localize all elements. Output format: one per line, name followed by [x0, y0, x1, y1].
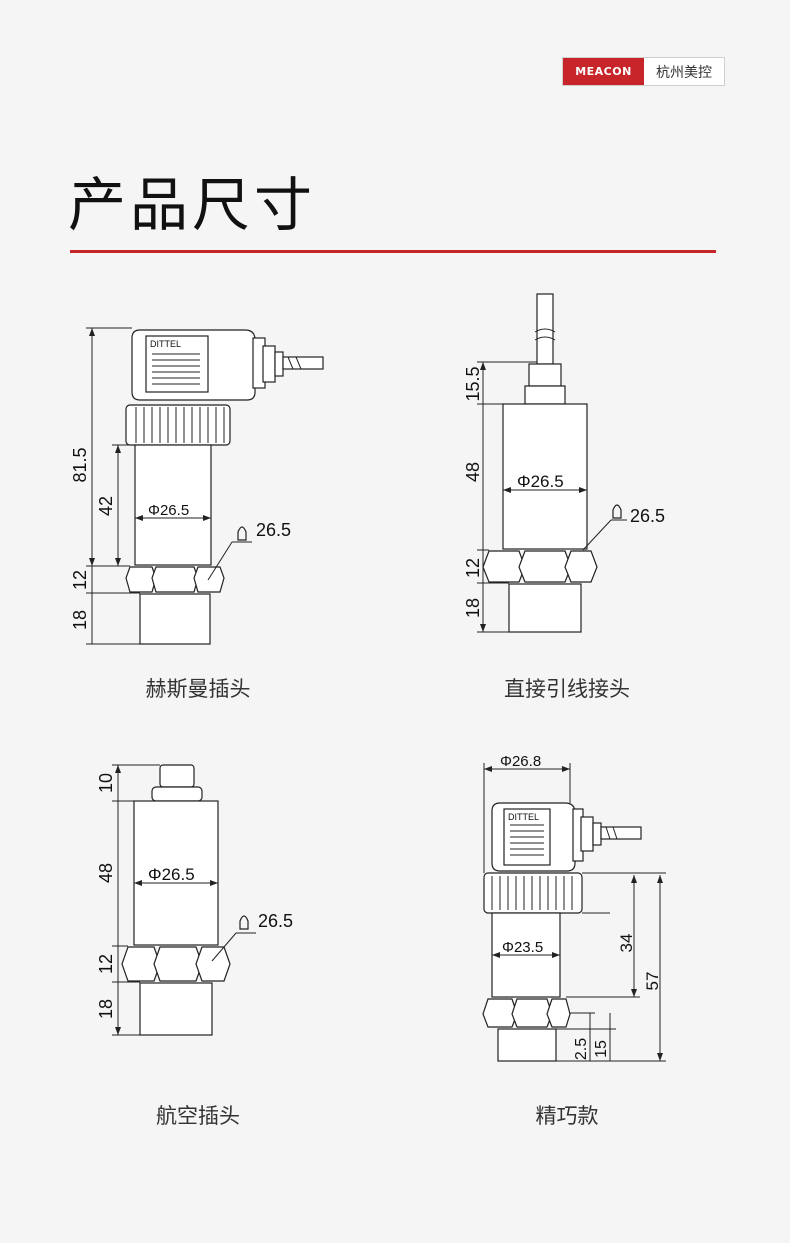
- brand-badge: MEACON 杭州美控: [562, 57, 725, 86]
- page-title: 产品尺寸: [68, 171, 317, 239]
- caption-hirschmann: 赫斯曼插头: [145, 677, 251, 701]
- dim-body-height: 42: [96, 496, 116, 516]
- drawing-aviation-plug: 10 48 Φ26.5 26.5 12 18: [96, 764, 293, 1036]
- dim-head-diameter: Φ26.8: [500, 753, 541, 770]
- dim-body-height: 34: [617, 934, 636, 953]
- dim-body-diameter: Φ26.5: [148, 502, 189, 519]
- dim-wrench-size: 26.5: [258, 911, 293, 931]
- dim-plug-height: 10: [96, 773, 116, 793]
- dim-body-diameter: Φ26.5: [517, 472, 564, 491]
- brand-name: 杭州美控: [656, 64, 712, 81]
- drawing-direct-lead: 15.5 48 Φ26.5 26.5 12 18: [463, 293, 665, 633]
- dim-height-total: 57: [643, 972, 662, 991]
- dim-wrench-size: 26.5: [256, 520, 291, 540]
- dim-height-total: 81.5: [70, 447, 90, 482]
- dim-hex-height: 12: [463, 558, 483, 578]
- caption-compact: 精巧款: [535, 1104, 599, 1128]
- dim-thread-length: 18: [96, 999, 116, 1019]
- drawing-compact: DITTEL Φ26.8 Φ23.5 34 57 2.5 15: [482, 753, 666, 1062]
- dim-body-diameter: Φ23.5: [502, 939, 543, 956]
- dim-wrench-size: 26.5: [630, 506, 665, 526]
- dim-hex-height: 12: [70, 570, 90, 590]
- plug-label: DITTEL: [508, 812, 539, 822]
- dim-thread-length: 18: [70, 610, 90, 630]
- dim-thread-step: 2.5: [573, 1038, 590, 1060]
- dim-thread-length: 15: [593, 1040, 610, 1058]
- title-divider: [70, 250, 716, 253]
- brand-logo: MEACON: [563, 58, 644, 85]
- caption-direct-lead: 直接引线接头: [504, 677, 630, 701]
- dim-gland-height: 15.5: [463, 366, 483, 401]
- dim-body-height: 48: [96, 863, 116, 883]
- dim-body-diameter: Φ26.5: [148, 865, 195, 884]
- drawing-hirschmann: DITTEL 81.5 42 Φ26.5 26.5 12 18: [70, 327, 324, 645]
- plug-label: DITTEL: [150, 339, 181, 349]
- dim-body-height: 48: [463, 462, 483, 482]
- dim-hex-height: 12: [96, 954, 116, 974]
- caption-aviation-plug: 航空插头: [156, 1104, 240, 1128]
- dim-thread-length: 18: [463, 598, 483, 618]
